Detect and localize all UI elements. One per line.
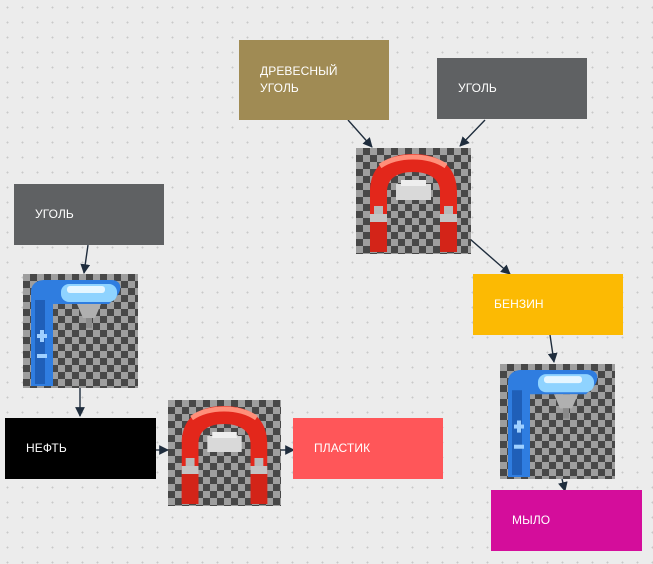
node-soap[interactable]: МЫЛО bbox=[491, 490, 642, 551]
arrow-charcoal-to-magnet bbox=[347, 119, 373, 148]
node-charcoal[interactable]: ДРЕВЕСНЫЙ УГОЛЬ bbox=[239, 40, 389, 120]
node-coal-top[interactable]: УГОЛЬ bbox=[437, 58, 587, 119]
magnet-machine-top[interactable] bbox=[356, 148, 471, 254]
node-soap-label: МЫЛО bbox=[512, 513, 551, 527]
node-oil-label: НЕФТЬ bbox=[26, 441, 67, 455]
node-plastic-label: ПЛАСТИК bbox=[314, 441, 371, 455]
magnet-icon bbox=[370, 154, 457, 252]
pump-icon bbox=[31, 280, 121, 386]
arrow-pump-to-soap bbox=[558, 478, 568, 492]
node-oil[interactable]: НЕФТЬ bbox=[5, 418, 156, 479]
pump-icon bbox=[508, 370, 598, 477]
pump-machine-right[interactable] bbox=[500, 364, 615, 479]
node-coal-left-label: УГОЛЬ bbox=[35, 207, 74, 221]
magnet-icon bbox=[181, 406, 268, 504]
arrow-petrol-to-pump bbox=[547, 334, 558, 363]
node-coal-top-label: УГОЛЬ bbox=[458, 81, 497, 95]
magnet-machine-bottom[interactable] bbox=[168, 400, 281, 506]
node-petrol[interactable]: БЕНЗИН bbox=[473, 274, 623, 335]
node-coal-left[interactable]: УГОЛЬ bbox=[14, 184, 164, 245]
node-plastic[interactable]: ПЛАСТИК bbox=[293, 418, 443, 479]
node-charcoal-label: ДРЕВЕСНЫЙ УГОЛЬ bbox=[260, 64, 338, 95]
arrow-coal-to-pump bbox=[80, 244, 91, 274]
pump-machine-left[interactable] bbox=[23, 274, 138, 388]
arrow-coal-to-magnet bbox=[459, 119, 486, 147]
node-petrol-label: БЕНЗИН bbox=[494, 297, 544, 311]
